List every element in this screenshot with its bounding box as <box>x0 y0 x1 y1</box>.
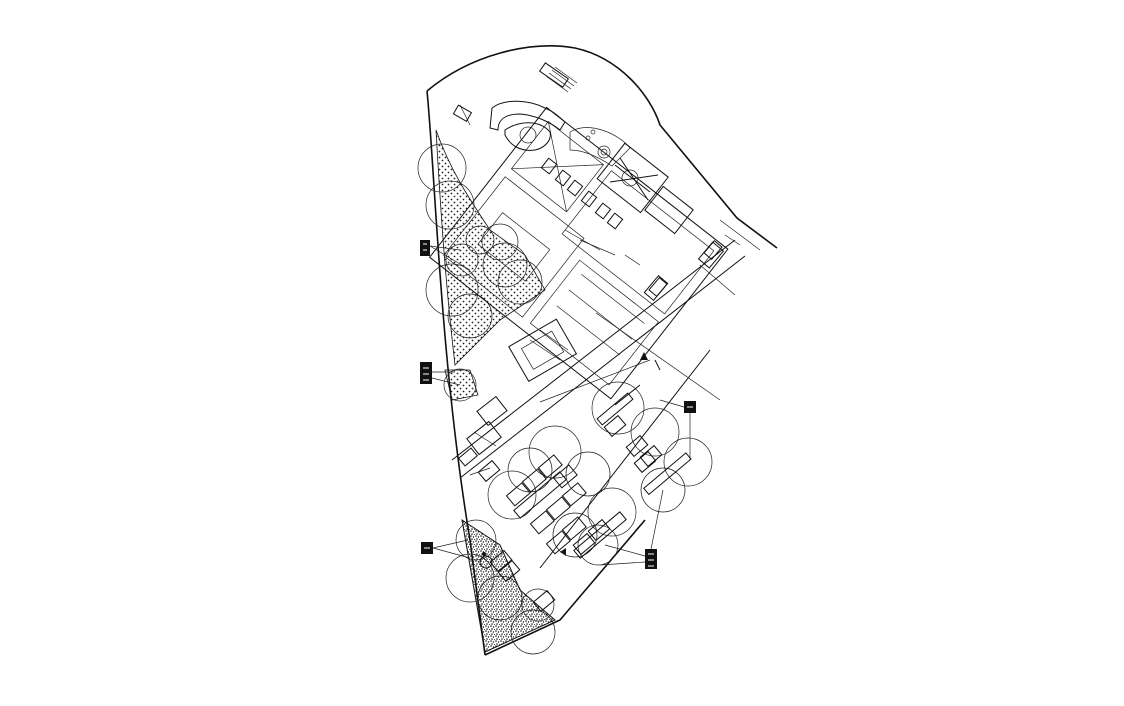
tree-icon <box>640 467 686 513</box>
parking-stalls <box>457 239 723 613</box>
car-stall <box>529 510 555 535</box>
top-ramp <box>538 62 578 93</box>
accessible-parking-icon <box>479 552 493 569</box>
car-stall <box>552 464 578 489</box>
courtyard-detail <box>596 142 694 235</box>
car-stall <box>633 450 657 474</box>
tree-icon <box>445 553 495 603</box>
tree-icon <box>577 524 619 566</box>
car-stall <box>703 239 723 261</box>
tree-icon <box>565 451 611 497</box>
tree-icon <box>507 447 553 493</box>
tree-icon <box>477 575 523 621</box>
tree-icon <box>663 437 713 487</box>
car-stall <box>537 454 563 479</box>
tree-icon <box>591 381 645 435</box>
tree-icon <box>465 225 495 255</box>
car-stall <box>625 434 649 458</box>
site-boundary <box>426 45 778 656</box>
callout-tag <box>421 539 471 559</box>
tree-icon <box>521 588 555 622</box>
car-stall <box>521 468 547 493</box>
car-stall <box>603 414 627 438</box>
tree-icon <box>497 259 543 305</box>
tree-icon <box>455 519 497 561</box>
tree-icon <box>445 243 479 277</box>
callout-tag <box>599 489 664 569</box>
tree-icon <box>481 223 519 261</box>
tree-icon <box>482 242 528 288</box>
car-stall <box>497 559 521 583</box>
dotted-landscape-area <box>435 129 546 401</box>
tree-icon <box>425 263 479 317</box>
tree-icon <box>510 609 556 655</box>
car-stall <box>505 482 531 507</box>
tree-icon <box>587 487 637 537</box>
callout-tag <box>420 362 461 386</box>
car-stall <box>561 516 587 541</box>
car-stall <box>639 444 663 468</box>
callout-tag <box>420 240 471 271</box>
car-stall <box>545 530 571 555</box>
tree-icon <box>528 425 582 479</box>
parking-islands <box>513 359 692 559</box>
car-stall <box>457 447 479 467</box>
car-stall <box>489 549 513 573</box>
tree-icon <box>425 180 475 230</box>
pool-area <box>489 100 631 167</box>
tree-icon <box>447 293 493 339</box>
tree-icon <box>487 470 537 520</box>
car-stall <box>572 532 596 556</box>
tree-icon <box>630 407 680 457</box>
car-stall <box>532 589 556 613</box>
car-stall <box>648 276 668 298</box>
callout-tags <box>420 240 696 569</box>
trees <box>417 143 713 655</box>
tree-icon <box>552 512 598 558</box>
tree-icon <box>443 368 477 402</box>
car-stall <box>587 518 611 542</box>
tree-icon <box>417 143 467 193</box>
lounge-chairs <box>540 157 624 230</box>
construction-lines <box>452 104 761 476</box>
car-stall <box>545 496 571 521</box>
callout-tag <box>659 399 696 460</box>
car-stall <box>561 482 587 507</box>
gravel-triangle <box>461 518 556 653</box>
car-stall <box>477 459 501 483</box>
